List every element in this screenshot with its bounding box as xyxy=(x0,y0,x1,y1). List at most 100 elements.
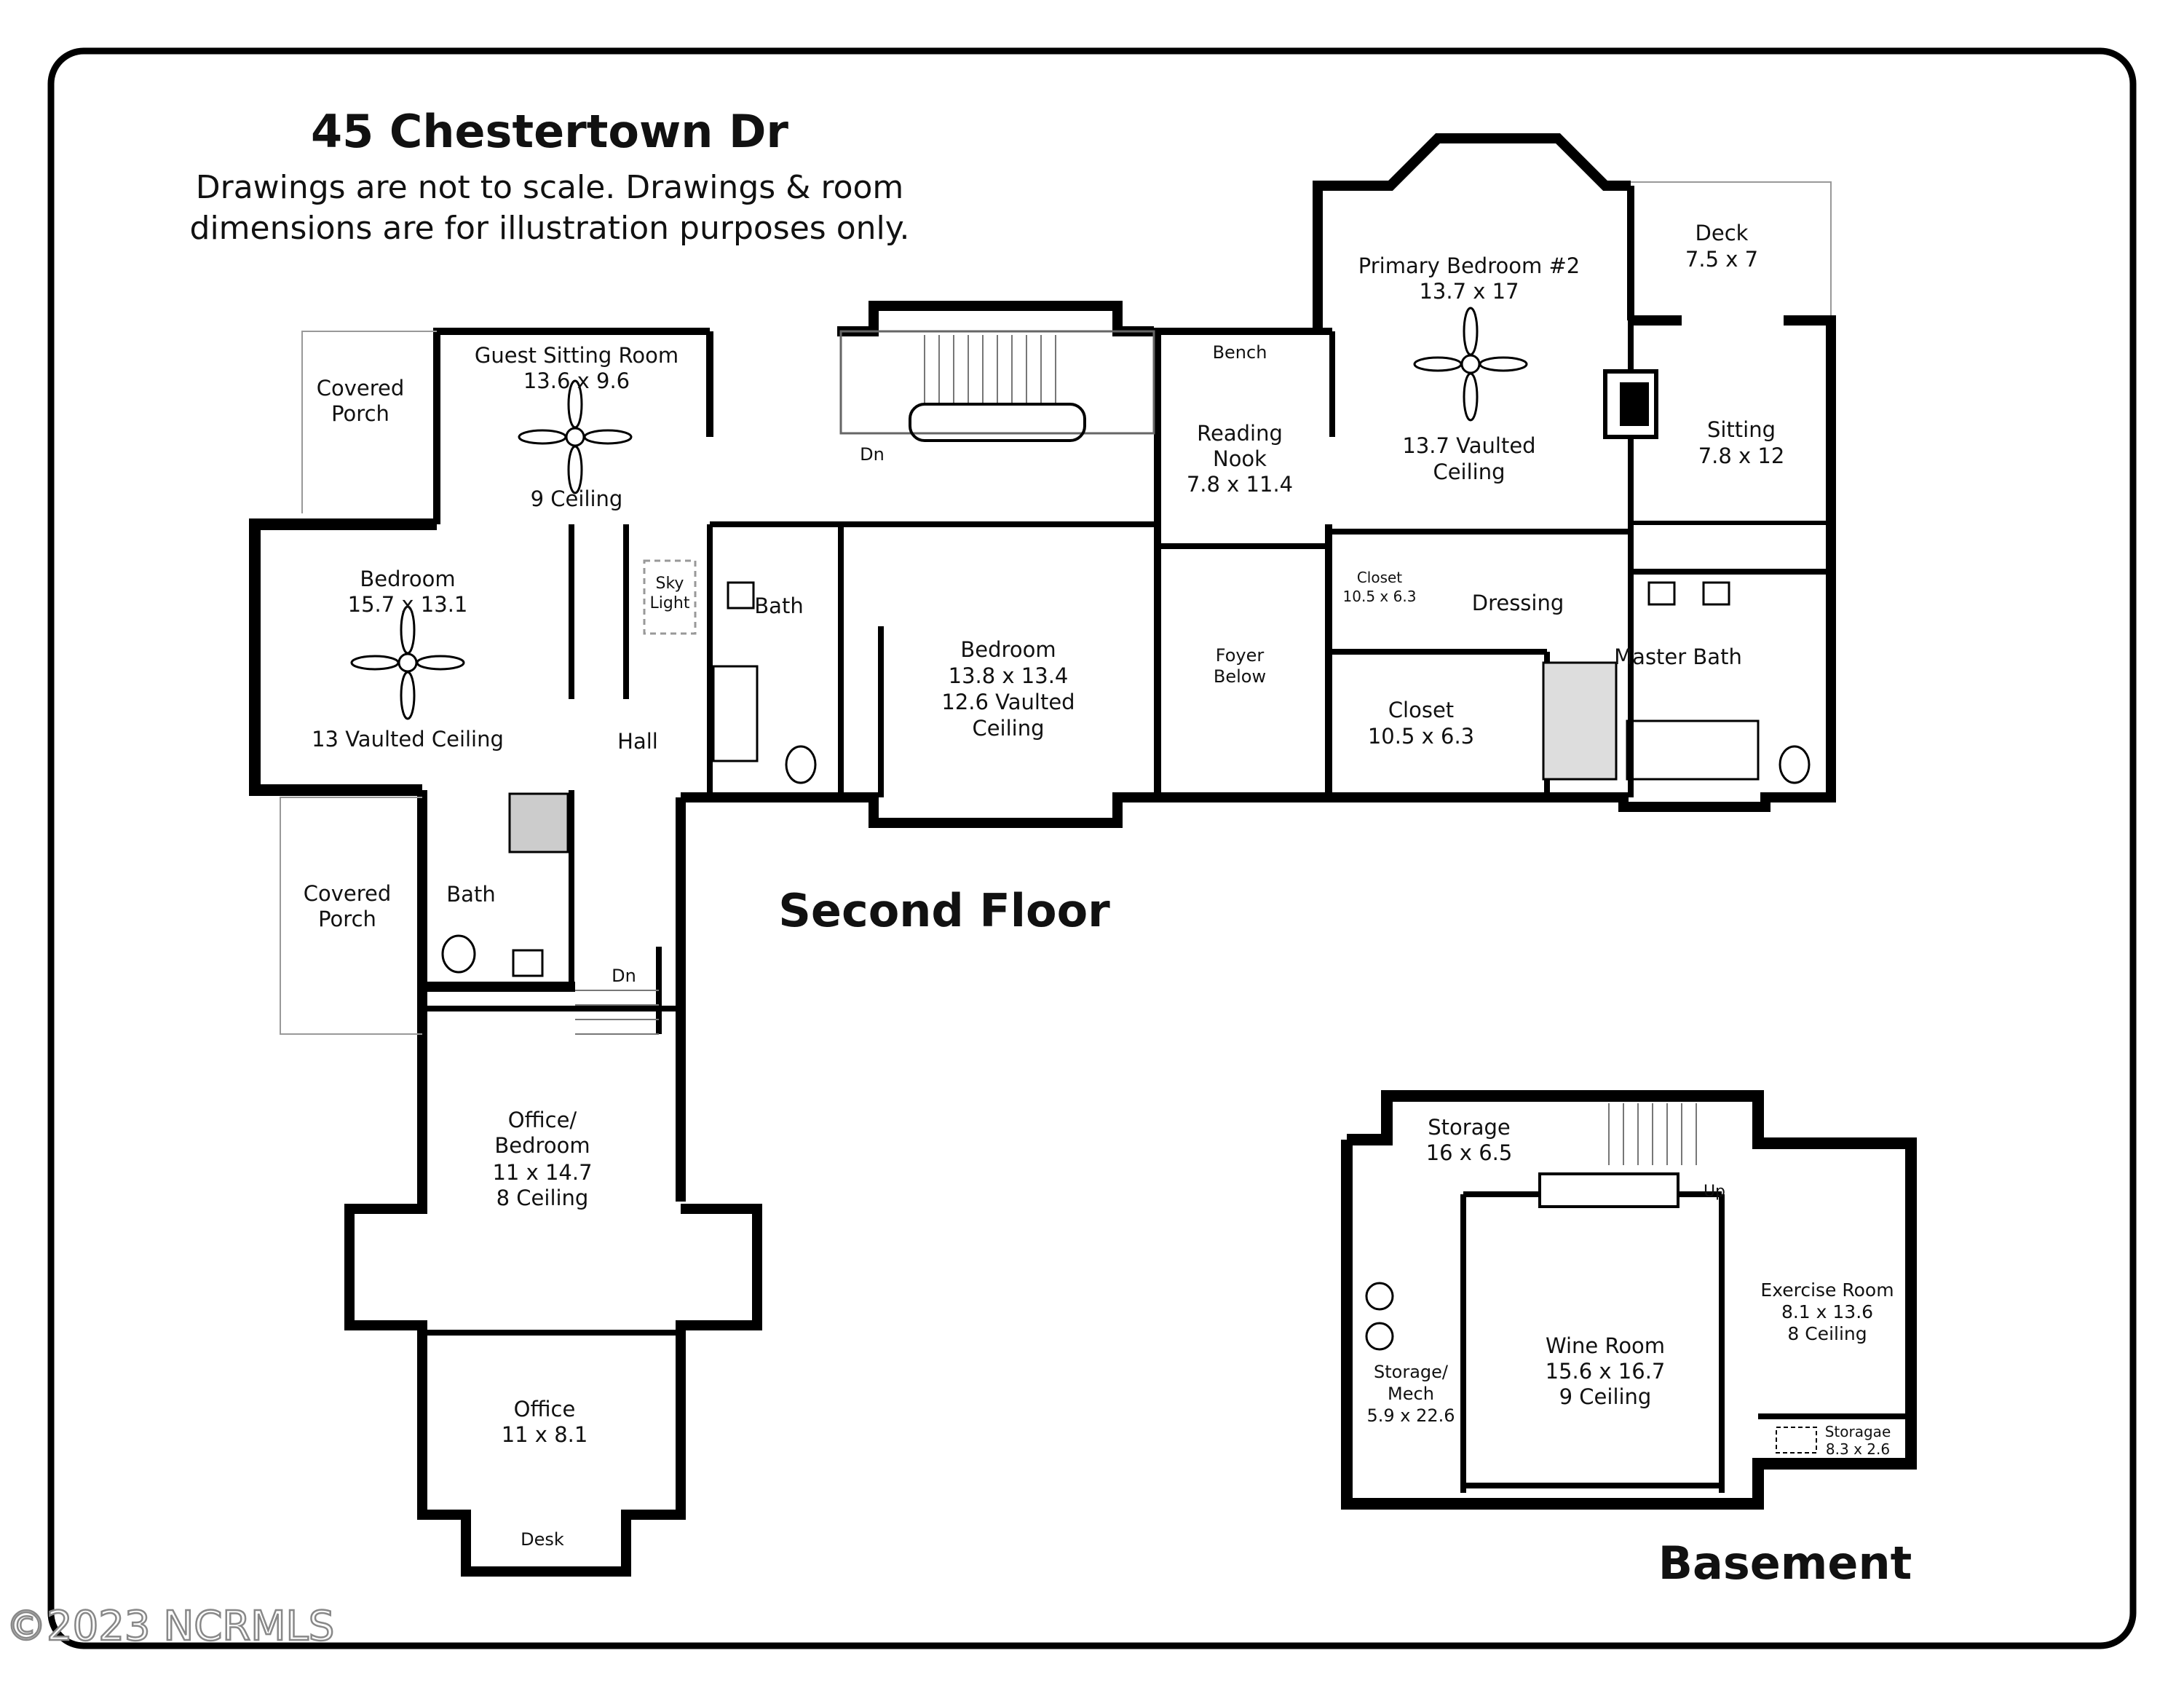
storagae-name: Storagae xyxy=(1825,1423,1891,1440)
wine-room-name: Wine Room xyxy=(1546,1333,1665,1358)
primary-ceiling-2: Ceiling xyxy=(1433,460,1505,484)
bedroom-mid-ceiling-2: Ceiling xyxy=(972,716,1044,741)
deck-size: 7.5 x 7 xyxy=(1685,247,1758,272)
sitting-size: 7.8 x 12 xyxy=(1698,443,1785,468)
master-bath-label: Master Bath xyxy=(1614,644,1742,669)
primary-ceiling-1: 13.7 Vaulted xyxy=(1402,433,1535,458)
skylight-outline xyxy=(643,559,697,635)
deck-name: Deck xyxy=(1696,221,1749,245)
bedroom-left-name: Bedroom xyxy=(360,567,455,591)
hall-label: Hall xyxy=(617,729,658,754)
sink-icon xyxy=(727,581,755,610)
covered-porch-bottom-label-1: Covered xyxy=(304,881,392,906)
storage-mech-name-2: Mech xyxy=(1388,1384,1434,1404)
storagae-size: 8.3 x 2.6 xyxy=(1826,1440,1890,1458)
sink-icon xyxy=(1647,581,1676,606)
toilet-icon xyxy=(785,745,817,784)
ceiling-fan-icon xyxy=(1413,307,1528,422)
covered-porch-bottom-label-2: Porch xyxy=(318,907,376,931)
covered-porch-top-label-1: Covered xyxy=(317,376,405,401)
water-heater-icon xyxy=(1365,1282,1394,1311)
water-heater-icon xyxy=(1365,1322,1394,1351)
exercise-room-ceiling: 8 Ceiling xyxy=(1787,1323,1867,1344)
desk-label: Desk xyxy=(521,1529,564,1550)
bathtub-icon xyxy=(712,665,759,762)
guest-sitting-size: 13.6 x 9.6 xyxy=(523,368,630,393)
wall-bedroom-left xyxy=(249,518,437,796)
storage-size: 16 x 6.5 xyxy=(1426,1140,1513,1165)
closet-small-size: 10.5 x 6.3 xyxy=(1343,588,1417,605)
ceiling-fan-icon xyxy=(518,379,633,494)
sink-icon xyxy=(512,949,544,977)
wine-room-ceiling: 9 Ceiling xyxy=(1559,1384,1652,1409)
covered-porch-top-label-2: Porch xyxy=(331,401,389,426)
stairs-icon xyxy=(839,330,1155,442)
disclaimer-line-2: dimensions are for illustration purposes… xyxy=(190,210,910,247)
bedroom-left-size: 15.7 x 13.1 xyxy=(348,592,468,617)
bath-mid-label: Bath xyxy=(754,593,803,618)
shower-icon xyxy=(508,792,569,853)
disclaimer-line-1: Drawings are not to scale. Drawings & ro… xyxy=(196,169,904,206)
closet-large-name: Closet xyxy=(1388,698,1454,722)
exercise-room-name: Exercise Room xyxy=(1760,1279,1894,1301)
wall-office-block xyxy=(344,987,762,1577)
sitting-name: Sitting xyxy=(1707,417,1776,442)
sink-icon xyxy=(1702,581,1730,606)
wine-room-size: 15.6 x 16.7 xyxy=(1546,1359,1666,1384)
reading-nook-size: 7.8 x 11.4 xyxy=(1187,472,1293,497)
primary-bedroom-size: 13.7 x 17 xyxy=(1419,279,1519,304)
office-bedroom-name-1: Office/ xyxy=(508,1108,577,1132)
toilet-icon xyxy=(441,934,476,974)
stairs-bottom-dn: Dn xyxy=(612,966,636,986)
office-size: 11 x 8.1 xyxy=(502,1422,588,1447)
watermark: ©2023 NCRMLS xyxy=(6,1603,334,1650)
office-bedroom-size: 11 x 14.7 xyxy=(492,1160,592,1185)
bedroom-mid-ceiling-1: 12.6 Vaulted xyxy=(941,690,1075,714)
deck-railing xyxy=(1631,181,1832,320)
skylight-label-2: Light xyxy=(650,594,690,612)
bench-label: Bench xyxy=(1213,342,1267,363)
storage-name: Storage xyxy=(1428,1115,1510,1140)
bedroom-mid-name: Bedroom xyxy=(960,637,1056,662)
stairs-up-label: Up xyxy=(1704,1183,1725,1201)
office-bedroom-ceiling: 8 Ceiling xyxy=(496,1186,589,1210)
basement-title: Basement xyxy=(1658,1537,1912,1590)
foyer-label-2: Below xyxy=(1214,666,1266,687)
second-floor-title: Second Floor xyxy=(778,884,1110,937)
ceiling-fan-icon xyxy=(350,605,465,720)
reading-nook-name-1: Reading xyxy=(1197,421,1283,446)
wall-primary-bay xyxy=(1313,133,1631,331)
reading-nook-name-2: Nook xyxy=(1213,446,1267,471)
second-floor-walls xyxy=(249,133,1836,1577)
storage-mech-size: 5.9 x 22.6 xyxy=(1366,1405,1455,1426)
wall-stair-bump xyxy=(837,301,1154,336)
covered-porch-top-outline xyxy=(301,331,437,513)
storage-mech-name-1: Storage/ xyxy=(1374,1362,1449,1382)
stairs-icon xyxy=(1608,1103,1697,1165)
storage-hatch-icon xyxy=(1776,1427,1817,1454)
closet-small-name: Closet xyxy=(1357,569,1402,586)
foyer-label-1: Foyer xyxy=(1216,645,1265,666)
dressing-label: Dressing xyxy=(1472,591,1564,615)
page-frame xyxy=(47,47,2137,1649)
office-bedroom-name-2: Bedroom xyxy=(494,1133,590,1158)
wall-master-bath xyxy=(1547,315,1836,812)
guest-sitting-ceiling: 9 Ceiling xyxy=(531,486,623,511)
bathtub-icon xyxy=(1626,719,1760,781)
address-title: 45 Chestertown Dr xyxy=(311,105,788,158)
fireplace-firebox xyxy=(1620,382,1649,426)
guest-sitting-name: Guest Sitting Room xyxy=(475,343,678,368)
wine-room-header-beam xyxy=(1538,1172,1679,1208)
stairs-top-dn: Dn xyxy=(860,444,885,465)
stairs-icon xyxy=(575,990,659,1035)
primary-bedroom-name: Primary Bedroom #2 xyxy=(1358,253,1580,278)
shower-icon xyxy=(1542,661,1618,781)
covered-porch-bottom-outline xyxy=(280,797,422,1035)
office-name: Office xyxy=(514,1397,576,1421)
closet-large-size: 10.5 x 6.3 xyxy=(1368,724,1474,749)
skylight-label-1: Sky xyxy=(656,575,684,593)
bath-left-label: Bath xyxy=(446,882,495,907)
exercise-room-size: 8.1 x 13.6 xyxy=(1781,1301,1873,1322)
toilet-icon xyxy=(1779,745,1811,784)
